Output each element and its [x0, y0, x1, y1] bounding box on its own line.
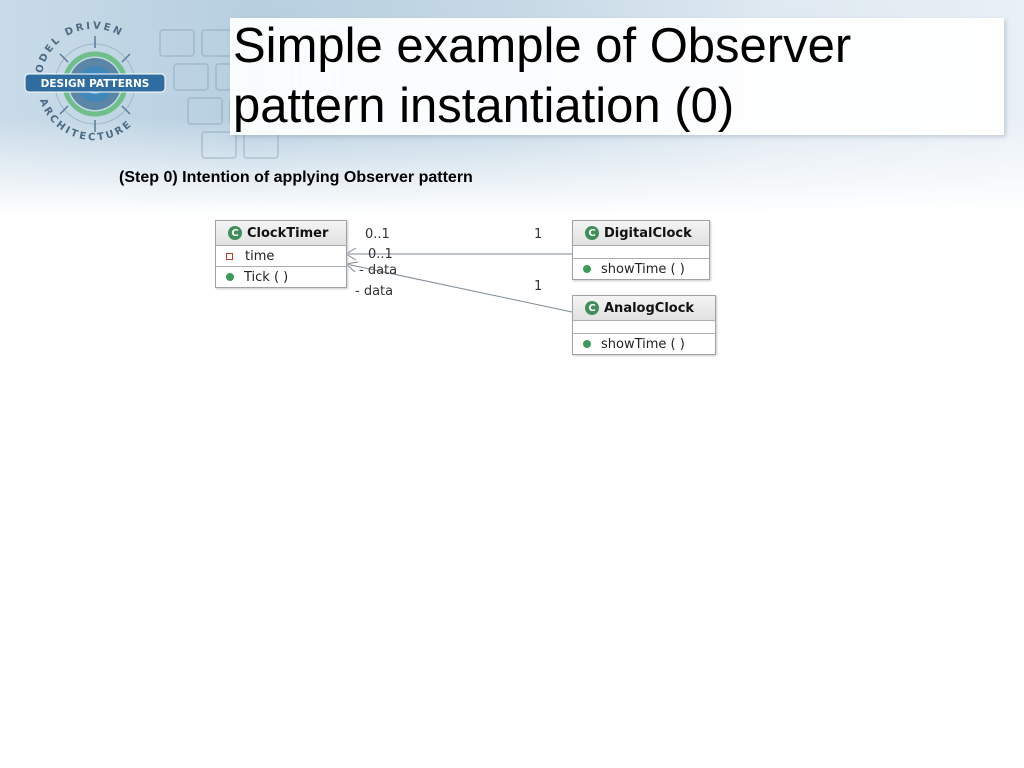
class-header: C DigitalClock: [573, 221, 709, 246]
operation-label: showTime ( ): [601, 261, 685, 277]
operations-section: showTime ( ): [573, 259, 709, 279]
public-operation-icon: [583, 340, 591, 348]
operations-section: Tick ( ): [216, 267, 346, 287]
class-clocktimer[interactable]: C ClockTimer time Tick ( ): [215, 220, 347, 288]
class-header: C ClockTimer: [216, 221, 346, 246]
arrowhead-analog: [344, 261, 359, 273]
multiplicity-digital-target: 1: [534, 227, 543, 242]
svg-text:DESIGN PATTERNS: DESIGN PATTERNS: [41, 78, 150, 90]
private-attribute-icon: [226, 252, 233, 260]
class-digitalclock[interactable]: C DigitalClock showTime ( ): [572, 220, 710, 280]
attribute-label: time: [245, 248, 275, 264]
association-analog-line: [345, 263, 573, 313]
multiplicity-digital-source: 0..1: [365, 227, 390, 242]
operation-row[interactable]: Tick ( ): [216, 267, 346, 287]
multiplicity-analog-target: 1: [534, 279, 543, 294]
operation-label: showTime ( ): [601, 336, 685, 352]
title-card: [230, 18, 1004, 135]
design-patterns-logo: MODEL DRIVEN ARCHITECTURE DESIGN PATTERN…: [24, 21, 166, 143]
page-title: Simple example of Observer pattern insta…: [233, 19, 852, 133]
public-operation-icon: [583, 265, 591, 273]
operation-row[interactable]: showTime ( ): [573, 334, 715, 354]
role-analog: - data: [355, 284, 394, 299]
class-header: C AnalogClock: [573, 296, 715, 321]
public-operation-icon: [226, 273, 234, 281]
class-analogclock[interactable]: C AnalogClock showTime ( ): [572, 295, 716, 355]
operation-row[interactable]: showTime ( ): [573, 259, 709, 279]
attribute-row[interactable]: time: [216, 246, 346, 266]
class-name: DigitalClock: [604, 225, 692, 241]
class-name: ClockTimer: [247, 225, 329, 241]
header-banner: MODEL DRIVEN ARCHITECTURE DESIGN PATTERN…: [0, 0, 1024, 215]
class-icon: C: [585, 301, 599, 315]
multiplicity-analog-source: 0..1: [368, 247, 393, 262]
operations-section: showTime ( ): [573, 334, 715, 354]
step-caption: (Step 0) Intention of applying Observer …: [119, 169, 473, 186]
class-name: AnalogClock: [604, 300, 695, 316]
class-icon: C: [585, 226, 599, 240]
attributes-section: time: [216, 246, 346, 267]
operation-label: Tick ( ): [244, 269, 289, 285]
role-digital: - data: [359, 263, 398, 278]
class-icon: C: [228, 226, 242, 240]
attributes-section: [573, 246, 709, 259]
attributes-section: [573, 321, 715, 334]
